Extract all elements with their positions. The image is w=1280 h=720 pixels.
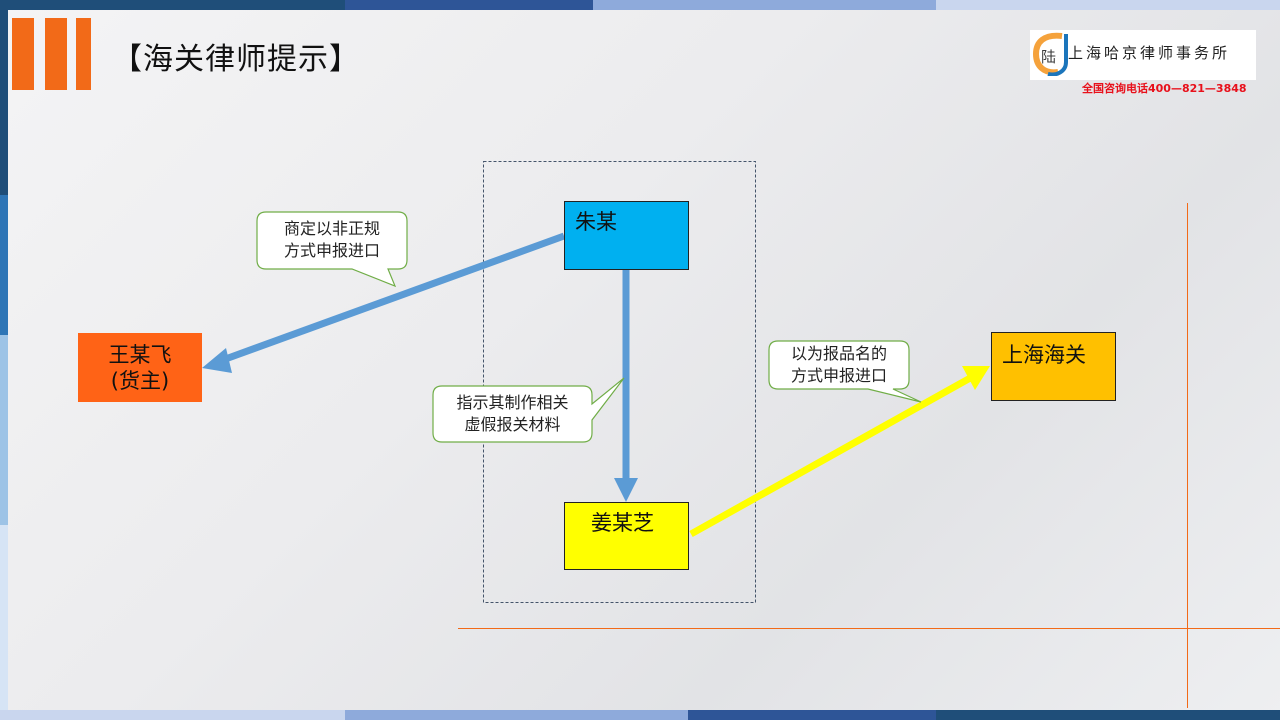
node-zhu: 朱某	[564, 201, 689, 270]
left-accent-band-2	[0, 195, 8, 335]
bottom-accent-bar-4	[936, 710, 1280, 720]
decor-vertical-line	[1187, 203, 1188, 708]
node-wang-role: (货主)	[110, 369, 170, 393]
node-customs: 上海海关	[991, 332, 1116, 401]
slide-title: 【海关律师提示】	[112, 42, 360, 77]
bottom-accent-bar-1	[0, 710, 345, 720]
arrow-zhu-to-jiang-head	[614, 478, 638, 502]
logo-firm-name: 上海哈京律师事务所	[1068, 44, 1231, 62]
callout-1-line2: 方式申报进口	[283, 241, 380, 260]
top-accent-bar-4	[936, 0, 1280, 10]
callout-2-bubble	[432, 377, 625, 443]
callout-2-line1: 指示其制作相关	[456, 393, 569, 412]
arrow-zhu-to-wang	[218, 232, 566, 365]
callout-3-line2: 方式申报进口	[790, 366, 887, 385]
top-accent-bar-3	[593, 0, 936, 10]
title-marker-bar-1	[12, 18, 34, 90]
arrow-zhu-to-wang-head	[202, 348, 232, 373]
node-zhu-label: 朱某	[575, 210, 617, 234]
group-dashed-box	[483, 161, 756, 603]
callout-1-line1: 商定以非正规	[283, 219, 380, 238]
callout-3-line1: 以为报品名的	[790, 344, 887, 363]
title-marker-bar-3	[76, 18, 91, 90]
node-customs-label: 上海海关	[1002, 343, 1086, 367]
bottom-accent-bar-2	[345, 710, 688, 720]
callout-2-text: 指示其制作相关 虚假报关材料	[433, 392, 592, 436]
decor-horizontal-line	[458, 628, 1280, 629]
node-jiang-label: 姜某芝	[591, 511, 654, 535]
arrow-jiang-to-customs-head	[962, 366, 990, 390]
node-jiang: 姜某芝	[564, 502, 689, 570]
left-accent-band-1	[0, 0, 8, 195]
left-accent-band-4	[0, 525, 8, 710]
title-marker-bar-2	[45, 18, 67, 90]
callout-3-bubble	[768, 340, 922, 403]
logo-hotline: 全国咨询电话400—821—3848	[1082, 82, 1247, 95]
callout-1-bubble	[256, 211, 408, 288]
svg-text:陆: 陆	[1041, 48, 1056, 66]
node-wang-name: 王某飞	[108, 343, 172, 367]
left-accent-band-3	[0, 335, 8, 525]
logo-mark-icon: 陆	[1032, 32, 1070, 77]
arrow-jiang-to-customs	[689, 373, 974, 538]
top-accent-bar-1	[0, 0, 345, 10]
callout-2-line2: 虚假报关材料	[464, 415, 561, 434]
bottom-accent-bar-3	[688, 710, 936, 720]
callout-3-text: 以为报品名的 方式申报进口	[769, 343, 909, 387]
callout-1-text: 商定以非正规 方式申报进口	[257, 218, 407, 262]
top-accent-bar-2	[345, 0, 593, 10]
node-wang: 王某飞 (货主)	[78, 333, 202, 402]
